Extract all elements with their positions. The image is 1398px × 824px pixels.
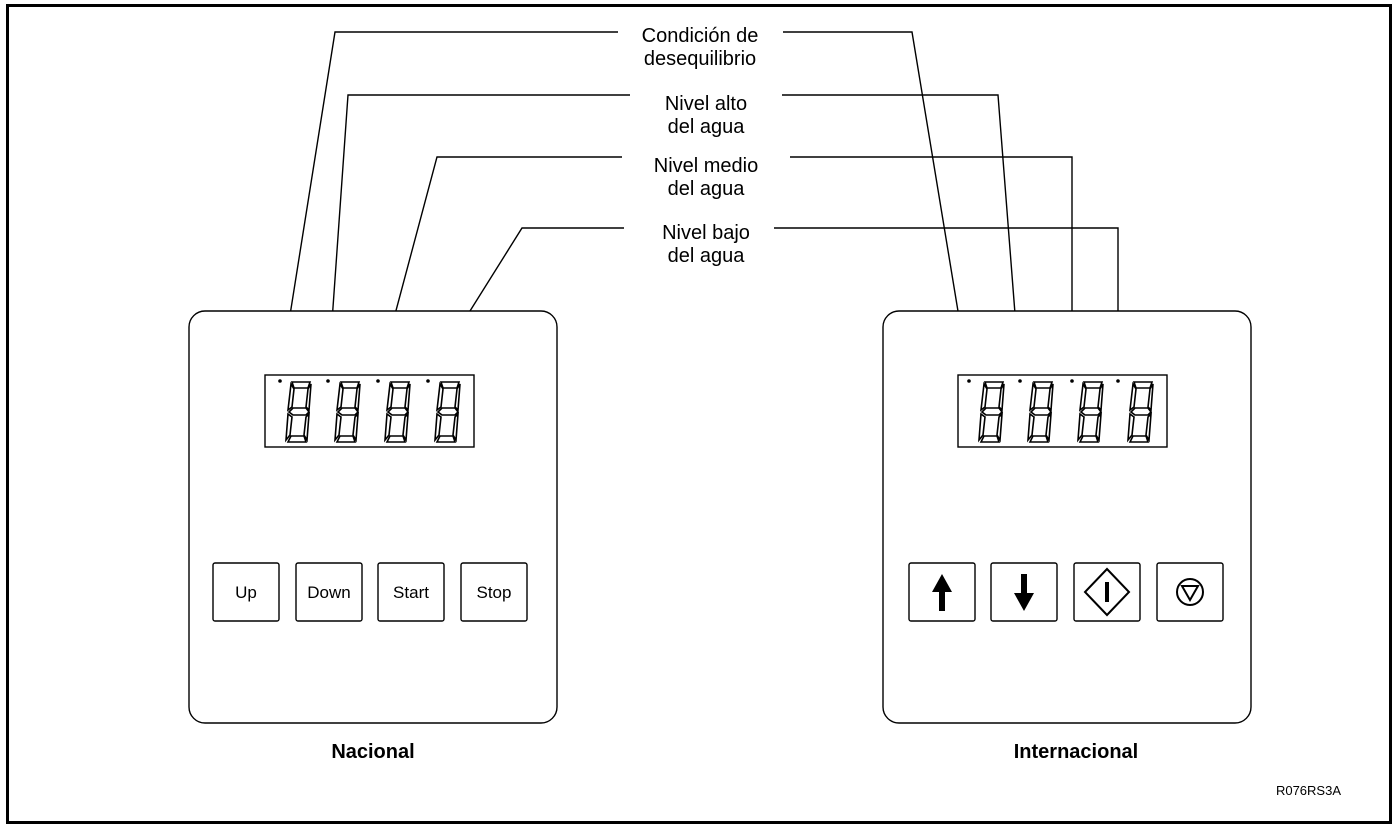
callout-labels: Condición de desequilibrio Nivel alto de… <box>642 25 759 267</box>
svg-text:Start: Start <box>393 583 429 602</box>
callout-unbalance-line1: Condición de <box>642 25 759 47</box>
caption-national: Nacional <box>331 741 414 763</box>
stop-triangle-icon <box>1176 578 1204 606</box>
diagram: Condición de desequilibrio Nivel alto de… <box>188 25 1341 798</box>
display-dots-national <box>278 379 430 383</box>
leader-lines <box>277 31 1122 379</box>
callout-high-water-line1: Nivel alto <box>665 93 747 115</box>
svg-text:Down: Down <box>307 583 350 602</box>
up-button[interactable]: Up <box>212 562 280 622</box>
callout-mid-water-line2: del agua <box>668 178 746 200</box>
figure-reference: R076RS3A <box>1276 783 1341 798</box>
start-symbol-button[interactable] <box>1073 562 1141 622</box>
callout-unbalance-line2: desequilibrio <box>644 48 756 70</box>
callout-low-water-line2: del agua <box>668 245 746 267</box>
start-button[interactable]: Start <box>377 562 445 622</box>
callout-high-water-line2: del agua <box>668 116 746 138</box>
svg-text:Up: Up <box>235 583 257 602</box>
leader-unbalance-international <box>783 31 972 379</box>
callout-mid-water-line1: Nivel medio <box>654 155 758 177</box>
start-diamond-icon <box>1083 567 1131 617</box>
caption-international: Internacional <box>1014 741 1138 763</box>
arrow-up-icon <box>932 574 952 611</box>
down-arrow-button[interactable] <box>990 562 1058 622</box>
callout-low-water-line1: Nivel bajo <box>662 222 750 244</box>
leader-unbalance-national <box>277 31 618 379</box>
leader-mid-international <box>790 156 1076 379</box>
leader-high-national <box>324 94 630 379</box>
leader-mid-national <box>376 156 622 379</box>
panel-international-body <box>882 310 1252 724</box>
svg-text:Stop: Stop <box>477 583 512 602</box>
panel-national-body <box>188 310 558 724</box>
panel-national: Up Down Start Stop Nacional <box>188 310 558 763</box>
stop-button[interactable]: Stop <box>460 562 528 622</box>
up-arrow-button[interactable] <box>908 562 976 622</box>
panel-international: Internacional <box>882 310 1252 763</box>
display-dots-international <box>967 379 1120 383</box>
down-button[interactable]: Down <box>295 562 363 622</box>
leader-high-international <box>782 94 1024 379</box>
stop-symbol-button[interactable] <box>1156 562 1224 622</box>
arrow-down-icon <box>1014 574 1034 611</box>
